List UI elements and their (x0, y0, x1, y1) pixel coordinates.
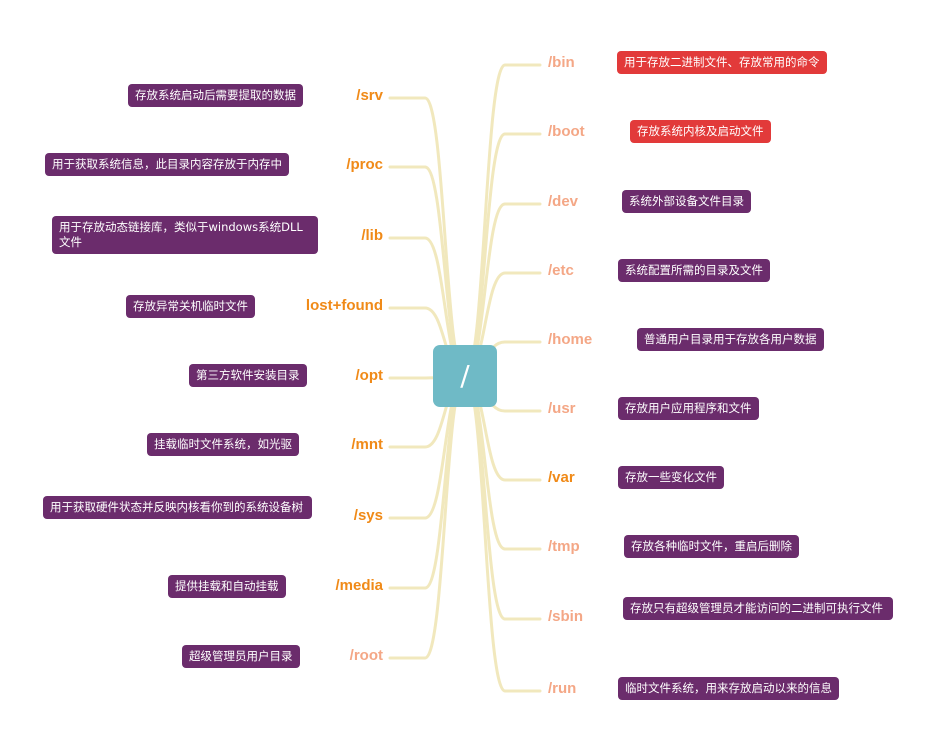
desc-lost-found: 存放异常关机临时文件 (126, 295, 255, 318)
dir-media[interactable]: /media (335, 577, 383, 594)
desc-home: 普通用户目录用于存放各用户数据 (637, 328, 824, 351)
desc-run: 临时文件系统，用来存放启动以来的信息 (618, 677, 839, 700)
dir-usr[interactable]: /usr (548, 400, 576, 417)
desc-tmp: 存放各种临时文件，重启后删除 (624, 535, 799, 558)
dir-proc[interactable]: /proc (346, 156, 383, 173)
dir-lost-found[interactable]: lost+found (305, 297, 383, 314)
dir-lib[interactable]: /lib (361, 227, 383, 244)
dir-run[interactable]: /run (548, 680, 577, 697)
dir-srv[interactable]: /srv (356, 87, 383, 104)
branch-right-1 (463, 132, 542, 378)
dir-home[interactable]: /home (548, 331, 593, 348)
dir-mnt[interactable]: /mnt (351, 436, 383, 453)
dir-sbin[interactable]: /sbin (548, 608, 584, 625)
dir-boot[interactable]: /boot (548, 123, 585, 140)
dir-sys[interactable]: /sys (353, 507, 383, 524)
desc-bin: 用于存放二进制文件、存放常用的命令 (617, 51, 827, 74)
desc-lib: 用于存放动态链接库，类似于windows系统DLL文件 (52, 216, 318, 254)
desc-root: 超级管理员用户目录 (182, 645, 300, 668)
dir-etc[interactable]: /etc (548, 262, 574, 279)
desc-srv: 存放系统启动后需要提取的数据 (128, 84, 303, 107)
dir-var[interactable]: /var (548, 469, 575, 486)
desc-media: 提供挂载和自动挂载 (168, 575, 286, 598)
desc-dev: 系统外部设备文件目录 (622, 190, 751, 213)
root-node[interactable]: / (433, 345, 497, 407)
desc-boot: 存放系统内核及启动文件 (630, 120, 771, 143)
desc-usr: 存放用户应用程序和文件 (618, 397, 759, 420)
branch-right-9 (463, 374, 542, 693)
dir-root[interactable]: /root (349, 647, 383, 664)
dir-bin[interactable]: /bin (548, 54, 575, 71)
desc-sbin: 存放只有超级管理员才能访问的二进制可执行文件 (623, 597, 893, 620)
branch-right-0 (463, 63, 542, 378)
desc-proc: 用于获取系统信息，此目录内容存放于内存中 (45, 153, 289, 176)
desc-sys: 用于获取硬件状态并反映内核看你到的系统设备树 (43, 496, 312, 519)
dir-opt[interactable]: /opt (355, 367, 384, 384)
desc-mnt: 挂载临时文件系统，如光驱 (147, 433, 299, 456)
desc-etc: 系统配置所需的目录及文件 (618, 259, 770, 282)
desc-opt: 第三方软件安装目录 (189, 364, 307, 387)
dir-dev[interactable]: /dev (548, 193, 579, 210)
desc-var: 存放一些变化文件 (618, 466, 724, 489)
dir-tmp[interactable]: /tmp (548, 538, 580, 555)
